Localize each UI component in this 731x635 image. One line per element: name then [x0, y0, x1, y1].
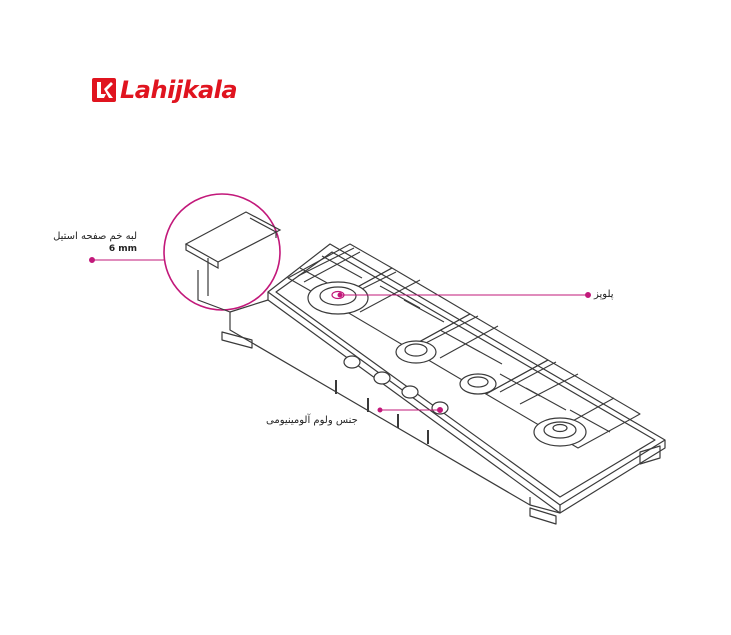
- burner-small: [459, 373, 497, 395]
- brand-logo: Lahijkala: [92, 76, 238, 104]
- callout-valve-label: جنس ولوم آلومینیومی: [266, 415, 358, 426]
- callout-burner-label: پلوپز: [594, 289, 614, 300]
- burner-medium: [395, 340, 437, 364]
- callout-edge-thickness: 6 mm: [108, 244, 137, 254]
- brand-name: Lahijkala: [120, 76, 238, 104]
- burner-wok: [533, 417, 587, 447]
- callout-edge-text: لبه خم صفحه استیل: [53, 231, 137, 242]
- lk-monogram-icon: [92, 78, 116, 102]
- pan-grates: [287, 243, 641, 449]
- callout-edge-label: لبه خم صفحه استیل 6 mm: [53, 230, 137, 256]
- edge-detail-magnifier: [163, 193, 282, 313]
- cooktop-body: [221, 299, 661, 525]
- burner-large: [307, 281, 369, 315]
- callout-leaders: [89, 257, 591, 413]
